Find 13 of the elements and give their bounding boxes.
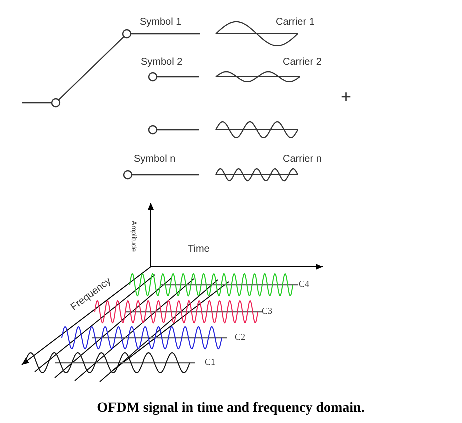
carrier-label: C1: [205, 358, 216, 367]
symbol-label: Symbol 2: [141, 58, 183, 68]
plus-sign: +: [341, 88, 352, 106]
symbol-label: Symbol n: [134, 155, 176, 165]
carrier-label: Carrier 2: [283, 58, 322, 68]
carrier-label: Carrier n: [283, 155, 322, 165]
carrier-label: Carrier 1: [276, 18, 315, 28]
carrier-label: C4: [299, 280, 310, 289]
figure-caption: OFDM signal in time and frequency domain.: [97, 401, 365, 416]
carrier-label: C3: [262, 307, 273, 316]
axis-label: Time: [188, 245, 210, 255]
symbol-label: Symbol 1: [140, 18, 182, 28]
carrier-label: C2: [235, 333, 246, 342]
